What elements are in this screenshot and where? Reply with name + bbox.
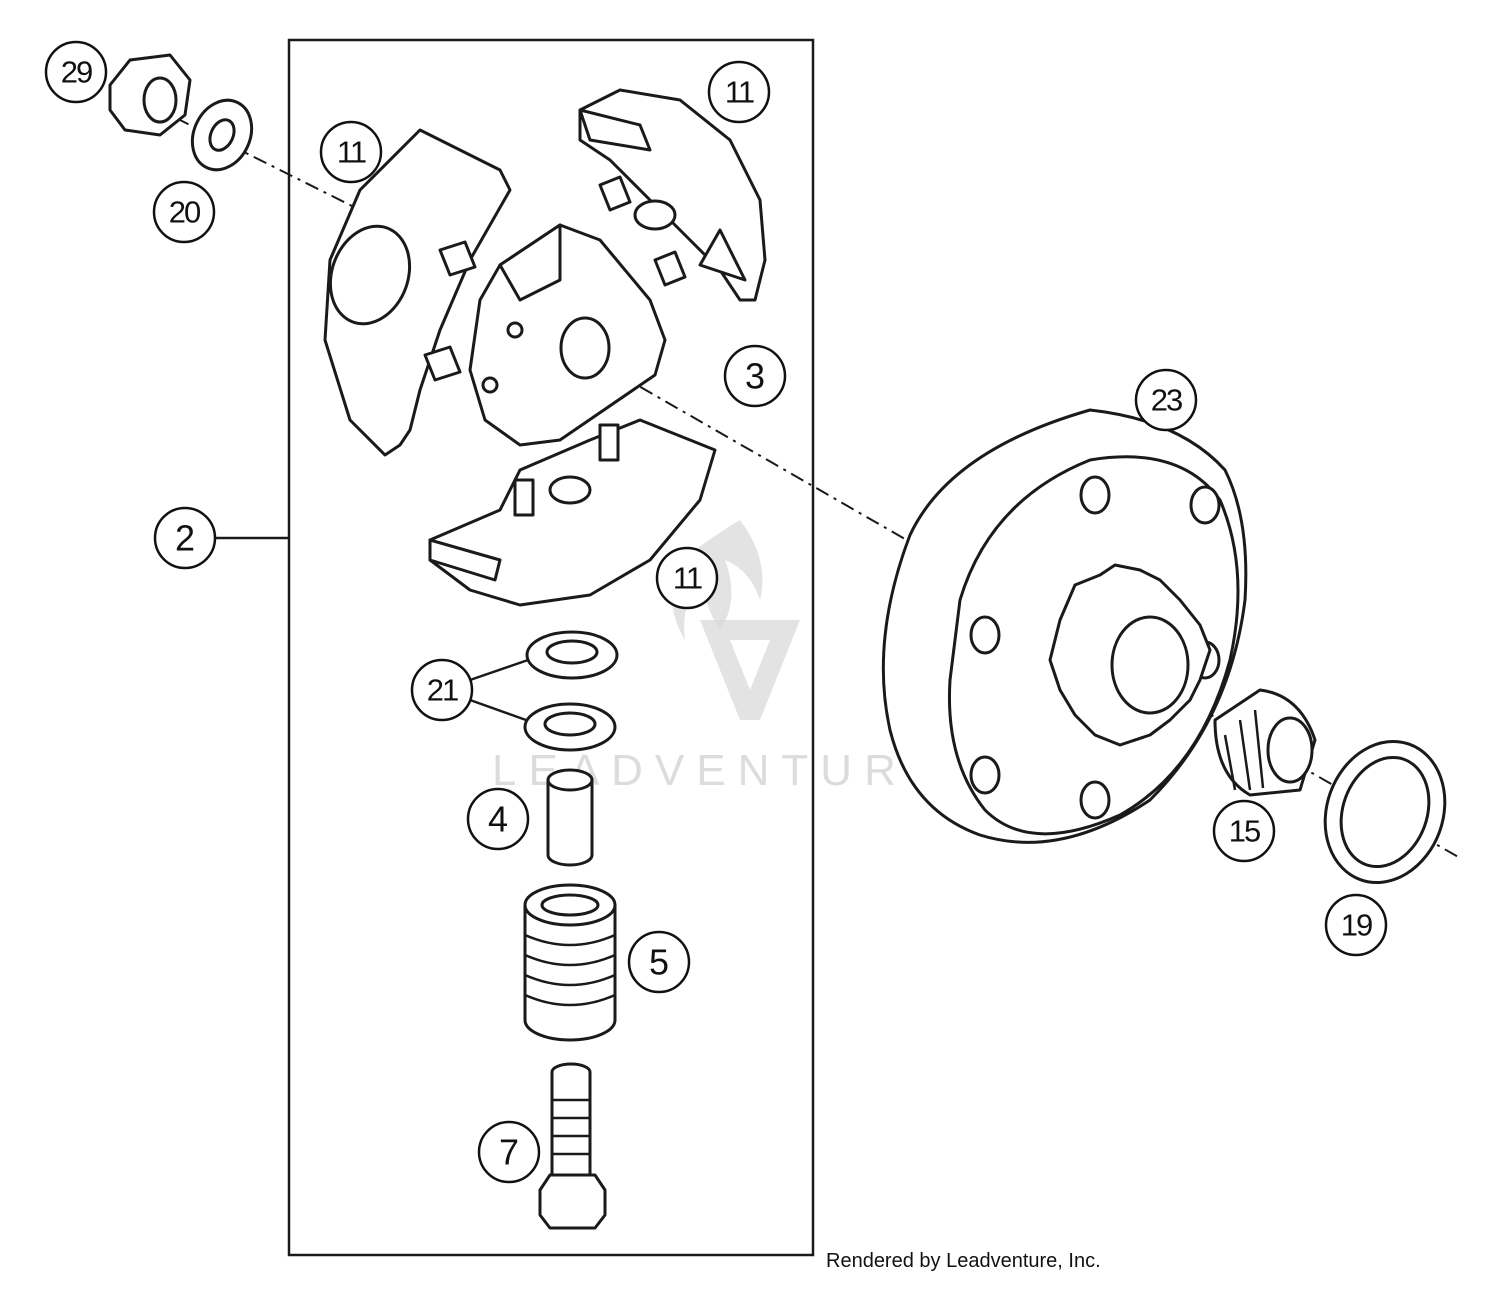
callout-23: 23 (1134, 368, 1198, 432)
callout-11-right: 11 (707, 60, 771, 124)
nut-part (108, 53, 192, 137)
callout-3: 3 (723, 344, 787, 408)
svg-text:4: 4 (488, 799, 508, 840)
svg-text:15: 15 (1229, 814, 1260, 849)
callout-21: 21 (410, 658, 474, 722)
leader-line-21a (469, 658, 529, 682)
assembly-frame (287, 38, 815, 1257)
svg-text:11: 11 (673, 561, 702, 596)
callout-20: 20 (152, 180, 216, 244)
washer-part (190, 98, 254, 172)
callout-29: 29 (44, 40, 108, 104)
needle-bearing (1213, 688, 1317, 797)
clutch-shoe-left (323, 128, 512, 457)
leader-line-21b (469, 698, 527, 722)
shim-washer (1323, 739, 1447, 885)
svg-text:23: 23 (1151, 383, 1182, 418)
callout-7: 7 (477, 1120, 541, 1184)
callout-11-left: 11 (319, 120, 383, 184)
svg-text:20: 20 (169, 195, 201, 230)
svg-text:11: 11 (725, 75, 754, 110)
callout-19: 19 (1324, 893, 1388, 957)
callout-2: 2 (153, 506, 217, 570)
svg-text:5: 5 (649, 942, 669, 983)
svg-text:7: 7 (499, 1132, 519, 1173)
bushing-part (546, 768, 594, 867)
thrust-washer-upper (525, 630, 619, 680)
callout-5: 5 (627, 930, 691, 994)
clutch-shoe-lower (428, 418, 717, 607)
svg-text:19: 19 (1341, 908, 1372, 943)
spring-part (523, 883, 617, 1042)
axis-line-upper (149, 104, 381, 221)
hub-carrier (468, 223, 667, 447)
callout-4: 4 (466, 787, 530, 851)
svg-text:29: 29 (61, 55, 92, 90)
clutch-drum (881, 408, 1248, 844)
callout-11-lower: 11 (655, 546, 719, 610)
callout-15: 15 (1212, 799, 1276, 863)
svg-text:11: 11 (337, 135, 366, 170)
svg-text:2: 2 (175, 518, 195, 559)
clutch-shoe-right (578, 88, 767, 302)
svg-text:21: 21 (427, 673, 458, 708)
svg-text:3: 3 (745, 356, 765, 397)
thrust-washer-lower (523, 702, 617, 752)
credit-text: Rendered by Leadventure, Inc. (826, 1250, 1101, 1272)
bolt-part (538, 1062, 607, 1230)
